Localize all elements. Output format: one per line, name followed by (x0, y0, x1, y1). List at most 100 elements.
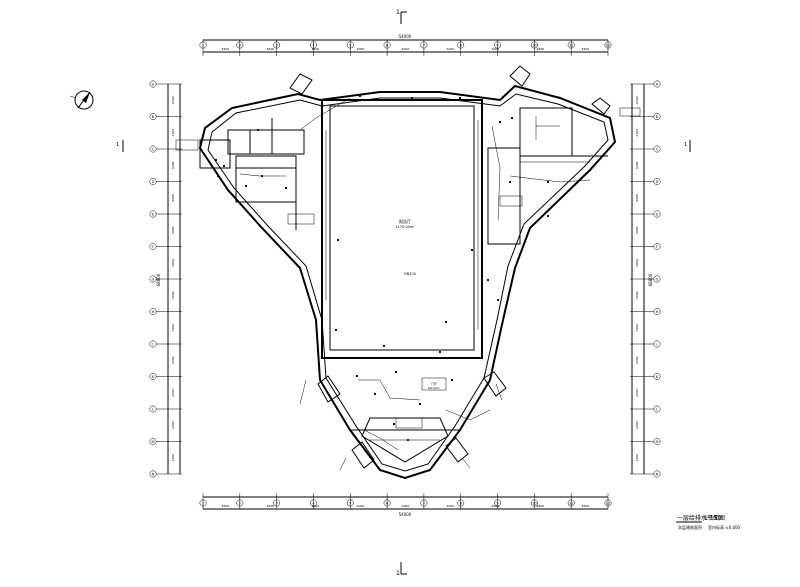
dim-bottom-3: 6000 (357, 504, 365, 508)
grid-bubble-right-G (653, 275, 661, 283)
dim-left-4: 6000 (171, 226, 175, 234)
grid-bubble-right-K (653, 373, 661, 380)
fixture-symbol-icon (214, 158, 218, 162)
grid-label-bottom-5: 5 (349, 502, 351, 506)
grid-label-bottom-9: 9 (496, 502, 498, 506)
grid-bubble-left-M (149, 438, 157, 445)
fixture-symbol-icon (222, 164, 226, 168)
grid-label-bottom-8: 8 (460, 502, 462, 506)
grid-label-right-C: C (656, 148, 659, 152)
grid-label-right-E: E (656, 213, 658, 217)
dim-bottom-0: 8400 (222, 504, 230, 508)
dim-right-2: 6000 (635, 161, 639, 169)
grid-label-top-4: 4 (312, 44, 315, 48)
fixture-symbol-icon (334, 328, 338, 332)
grid-bubble-bottom-7 (420, 499, 428, 507)
fixture-symbol-icon (496, 298, 500, 302)
grid-bubble-top-8 (457, 41, 465, 49)
interior-wall-line (207, 93, 609, 472)
grid-label-bottom-3: 3 (276, 502, 278, 506)
fixture-symbol-icon (382, 344, 386, 348)
fixture-symbol-icon (392, 422, 396, 426)
fixture-symbol-icon (406, 438, 410, 442)
fixture-symbol-icon (546, 180, 550, 184)
grid-bubble-left-J (149, 340, 157, 348)
grid-bubble-bottom-11 (567, 499, 575, 507)
grid-label-bottom-10: 10 (532, 502, 536, 506)
dim-left-10: 2400 (171, 421, 175, 429)
dim-right-7: 3600 (635, 324, 639, 332)
note-elevation: 室内标高 ±0.000 (708, 524, 741, 530)
dim-right-10: 2400 (635, 421, 639, 429)
side-marker-left: 1 (116, 140, 124, 152)
total-dim-left: 68800 (156, 273, 161, 286)
grid-bubble-right-D (653, 178, 661, 185)
grid-label-left-D: D (152, 180, 155, 184)
dim-top-1: 8400 (267, 47, 275, 51)
grid-label-right-M: M (655, 440, 658, 444)
dim-left-6: 6000 (171, 291, 175, 299)
side-marker-right-label: 1 (684, 142, 687, 148)
grid-bubble-top-5 (346, 41, 354, 49)
grid-label-left-A: A (152, 83, 155, 87)
grid-bubble-bottom-5 (346, 499, 354, 507)
fixture-symbol-icon (510, 116, 514, 120)
grid-bubble-right-E (653, 210, 661, 218)
note-area: 本层建筑面积 (678, 524, 702, 530)
grid-bubble-bottom-12 (604, 499, 612, 507)
dim-right-3: 6000 (635, 194, 639, 202)
room-main-name: 报告厅 (399, 218, 411, 224)
fixture-symbol-icon (358, 94, 362, 98)
main-hall-walls (321, 99, 483, 359)
grid-label-top-7: 7 (423, 44, 425, 48)
grid-bubble-left-E (149, 210, 157, 218)
grid-label-top-12: 12 (606, 44, 610, 48)
left-wing-rooms (175, 118, 315, 230)
dim-bottom-4: 6000 (402, 504, 410, 508)
grid-label-top-6: 6 (386, 44, 388, 48)
dim-top-6: 6000 (492, 47, 500, 51)
grid-label-left-L: L (152, 408, 154, 412)
grid-bubble-bottom-8 (457, 499, 465, 507)
grid-label-top-1: 1 (202, 44, 204, 48)
grid-label-top-11: 11 (569, 44, 573, 48)
grid-bubble-left-N (149, 470, 157, 478)
grid-bubble-left-B (149, 113, 157, 120)
svg-text:DN100: DN100 (404, 272, 416, 276)
total-dim-top: 54000 (399, 34, 412, 39)
dim-left-8: 2400 (171, 356, 175, 364)
grid-label-left-G: G (152, 278, 155, 282)
dim-top-8: 8400 (582, 47, 590, 51)
fixture-symbol-icon (508, 180, 512, 184)
fixture-symbol-icon (394, 370, 398, 374)
fixture-symbol-icon (470, 248, 474, 252)
grid-bubble-right-J (653, 340, 661, 348)
dim-bottom-8: 8400 (582, 504, 590, 508)
grid-bubble-bottom-9 (494, 499, 501, 507)
grid-bubble-bottom-6 (383, 499, 391, 507)
dim-top-3: 6000 (357, 47, 365, 51)
fixture-symbol-icon (355, 374, 359, 378)
section-mark-bottom: 1 (396, 562, 407, 577)
lobby: 门厅 162.00m² (336, 357, 470, 463)
grid-bubble-top-12 (604, 41, 612, 49)
grid-label-right-B: B (656, 115, 659, 119)
section-label-bottom: 1 (396, 570, 400, 577)
grid-label-top-3: 3 (276, 44, 278, 48)
dimension-left: 2400240060006000600060006000360024002400… (156, 83, 182, 475)
dim-right-6: 6000 (635, 291, 639, 299)
grid-label-bottom-7: 7 (423, 502, 425, 506)
grid-bubble-left-F (149, 243, 157, 250)
grid-label-top-9: 9 (496, 44, 498, 48)
fixture-symbol-icon (438, 350, 442, 354)
dim-top-0: 8400 (222, 47, 230, 51)
fixture-symbol-icon (486, 278, 490, 282)
dim-right-9: 2400 (635, 389, 639, 397)
dim-right-8: 2400 (635, 356, 639, 364)
dim-left-11: 2400 (171, 454, 175, 462)
grid-bubble-bottom-4 (310, 499, 317, 507)
